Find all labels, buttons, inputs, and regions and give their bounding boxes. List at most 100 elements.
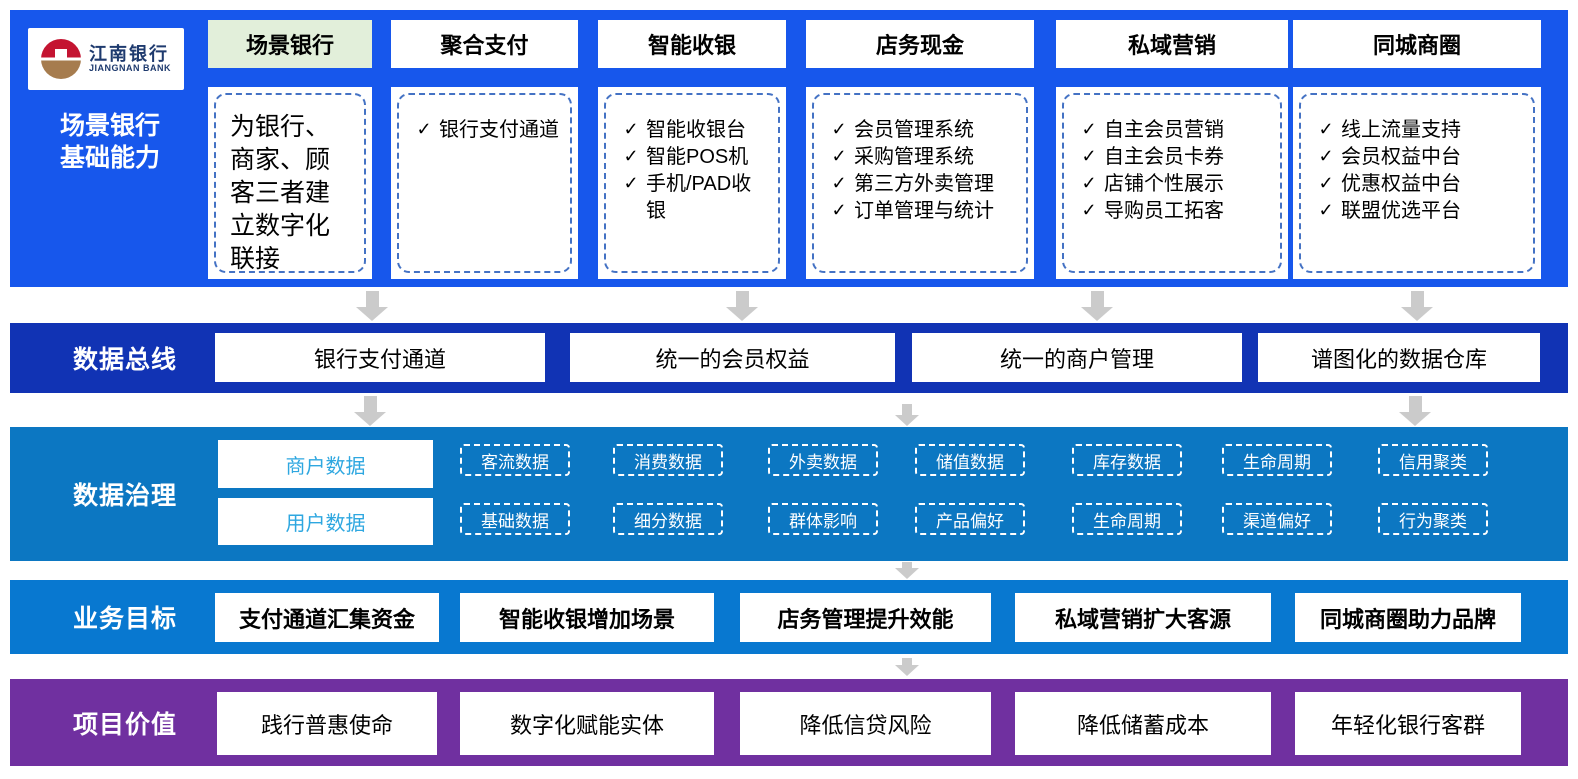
goal-box-payment-funds: 支付通道汇集资金 (215, 593, 439, 642)
dashed-content-box: ✓ 银行支付通道 (397, 93, 572, 273)
capability-column-local-circle: 同城商圈 ✓ 线上流量支持 ✓ 会员权益中台 ✓ 优惠权益中台 ✓ 联盟优选平台 (1293, 10, 1541, 287)
goal-box-store-efficiency: 店务管理提升效能 (740, 593, 991, 642)
row-label-business-goals: 业务目标 (72, 605, 177, 633)
data-chip: 生命周期 (1072, 503, 1182, 535)
column-header-smart-cashier: 智能收银 (598, 20, 786, 68)
dashed-content-box: ✓ 自主会员营销 ✓ 自主会员卡券 ✓ 店铺个性展示 ✓ 导购员工拓客 (1062, 93, 1282, 273)
data-bus-box-member-rights: 统一的会员权益 (570, 333, 895, 382)
check-icon: ✓ (1081, 173, 1097, 193)
check-icon: ✓ (623, 173, 639, 193)
checklist-item: ✓ 会员权益中台 (1311, 144, 1525, 171)
data-chip: 消费数据 (613, 444, 723, 476)
checklist-item: ✓ 优惠权益中台 (1311, 171, 1525, 198)
value-box-credit-risk: 降低信贷风险 (740, 692, 991, 755)
capability-column-store-ops: 店务现金 ✓ 会员管理系统 ✓ 采购管理系统 ✓ 第三方外卖管理 ✓ 订单管理与… (806, 10, 1034, 287)
data-governance-band: 数据治理 商户数据 客流数据 消费数据 外卖数据 储值数据 库存数据 生命周期 … (10, 427, 1568, 561)
column-panel-private-marketing: ✓ 自主会员营销 ✓ 自主会员卡券 ✓ 店铺个性展示 ✓ 导购员工拓客 (1056, 87, 1288, 279)
checklist-item: ✓ 导购员工拓客 (1074, 198, 1272, 225)
data-chip: 基础数据 (460, 503, 570, 535)
column-panel-local-circle: ✓ 线上流量支持 ✓ 会员权益中台 ✓ 优惠权益中台 ✓ 联盟优选平台 (1293, 87, 1541, 279)
down-arrow-icon (895, 562, 919, 579)
dashed-content-box: ✓ 线上流量支持 ✓ 会员权益中台 ✓ 优惠权益中台 ✓ 联盟优选平台 (1299, 93, 1535, 273)
column-header-local-circle: 同城商圈 (1293, 20, 1541, 68)
checklist-item: ✓ 会员管理系统 (824, 117, 1018, 144)
column-header-scene-bank: 场景银行 (208, 20, 372, 68)
column-panel-store-ops: ✓ 会员管理系统 ✓ 采购管理系统 ✓ 第三方外卖管理 ✓ 订单管理与统计 (806, 87, 1034, 279)
group-label-user-data: 用户数据 (218, 498, 433, 545)
value-box-young-customers: 年轻化银行客群 (1295, 692, 1521, 755)
row-label-data-governance: 数据治理 (72, 482, 177, 510)
goal-box-cashier-scenes: 智能收银增加场景 (460, 593, 714, 642)
check-icon: ✓ (1318, 173, 1334, 193)
dashed-content-box: ✓ 智能收银台 ✓ 智能POS机 ✓ 手机/PAD收银 (604, 93, 780, 273)
capability-column-private-marketing: 私域营销 ✓ 自主会员营销 ✓ 自主会员卡券 ✓ 店铺个性展示 ✓ 导购员工拓客 (1056, 10, 1288, 287)
down-arrow-icon (895, 658, 919, 676)
check-icon: ✓ (831, 119, 847, 139)
value-box-inclusive-mission: 践行普惠使命 (217, 692, 437, 755)
check-icon: ✓ (1081, 200, 1097, 220)
checklist-item: ✓ 智能POS机 (616, 144, 770, 171)
data-chip: 库存数据 (1072, 444, 1182, 476)
row-label-project-values: 项目价值 (72, 710, 177, 739)
checklist-item: ✓ 订单管理与统计 (824, 198, 1018, 225)
bank-name-cn: 江南银行 (88, 43, 169, 64)
down-arrow-icon (726, 291, 758, 321)
checklist-item: ✓ 银行支付通道 (409, 117, 562, 144)
checklist-item: ✓ 自主会员卡券 (1074, 144, 1272, 171)
checklist-item: ✓ 自主会员营销 (1074, 117, 1272, 144)
check-icon: ✓ (831, 200, 847, 220)
value-box-digital-empowerment: 数字化赋能实体 (460, 692, 714, 755)
check-icon: ✓ (623, 119, 639, 139)
checklist-item: ✓ 第三方外卖管理 (824, 171, 1018, 198)
row-label-data-bus: 数据总线 (72, 346, 177, 374)
down-arrow-icon (1401, 291, 1433, 321)
column-panel-scene-bank: 为银行、商家、顾客三者建立数字化联接 (208, 87, 372, 279)
project-values-band: 项目价值 践行普惠使命 数字化赋能实体 降低信贷风险 降低储蓄成本 年轻化银行客… (10, 679, 1568, 766)
bank-name-en: JIANGNAN BANK (88, 62, 171, 73)
checklist-item: ✓ 智能收银台 (616, 117, 770, 144)
down-arrow-icon (1081, 291, 1113, 321)
data-chip: 群体影响 (768, 503, 878, 535)
data-chip: 渠道偏好 (1222, 503, 1332, 535)
capability-column-scene-bank: 场景银行 为银行、商家、顾客三者建立数字化联接 (208, 10, 372, 287)
column-header-aggregate-pay: 聚合支付 (391, 20, 578, 68)
data-chip: 细分数据 (613, 503, 723, 535)
capability-text: 为银行、商家、顾客三者建立数字化联接 (230, 113, 331, 273)
data-chip: 外卖数据 (768, 444, 878, 476)
column-panel-smart-cashier: ✓ 智能收银台 ✓ 智能POS机 ✓ 手机/PAD收银 (598, 87, 786, 279)
data-bus-band: 数据总线 银行支付通道 统一的会员权益 统一的商户管理 谱图化的数据仓库 (10, 323, 1568, 393)
data-chip: 生命周期 (1222, 444, 1332, 476)
checklist-item: ✓ 采购管理系统 (824, 144, 1018, 171)
check-icon: ✓ (831, 146, 847, 166)
down-arrow-icon (356, 291, 388, 321)
data-bus-box-merchant-mgmt: 统一的商户管理 (912, 333, 1242, 382)
business-goals-band: 业务目标 支付通道汇集资金 智能收银增加场景 店务管理提升效能 私域营销扩大客源… (10, 580, 1568, 654)
row-label-capability-line2: 基础能力 (59, 144, 160, 172)
down-arrow-icon (895, 404, 919, 426)
row-label-capability-line1: 场景银行 (59, 112, 160, 140)
down-arrow-icon (354, 396, 386, 426)
data-chip: 储值数据 (915, 444, 1025, 476)
capability-column-aggregate-pay: 聚合支付 ✓ 银行支付通道 (391, 10, 578, 287)
checklist-item: ✓ 店铺个性展示 (1074, 171, 1272, 198)
group-label-merchant-data: 商户数据 (218, 440, 433, 488)
data-chip: 客流数据 (460, 444, 570, 476)
row-label-capability: 场景银行 基础能力 (25, 110, 195, 174)
checklist-item: ✓ 线上流量支持 (1311, 117, 1525, 144)
dashed-content-box: ✓ 会员管理系统 ✓ 采购管理系统 ✓ 第三方外卖管理 ✓ 订单管理与统计 (812, 93, 1028, 273)
bank-logo-text: 江南银行 JIANGNAN BANK (88, 43, 171, 73)
check-icon: ✓ (1081, 146, 1097, 166)
capability-column-smart-cashier: 智能收银 ✓ 智能收银台 ✓ 智能POS机 ✓ 手机/PAD收银 (598, 10, 786, 287)
column-header-store-ops: 店务现金 (806, 20, 1034, 68)
check-icon: ✓ (831, 173, 847, 193)
data-chip: 产品偏好 (915, 503, 1025, 535)
check-icon: ✓ (623, 146, 639, 166)
check-icon: ✓ (416, 119, 432, 139)
checklist-item: ✓ 手机/PAD收银 (616, 171, 770, 225)
column-panel-aggregate-pay: ✓ 银行支付通道 (391, 87, 578, 279)
data-chip: 信用聚类 (1378, 444, 1488, 476)
check-icon: ✓ (1318, 200, 1334, 220)
down-arrow-icon (1399, 396, 1431, 426)
goal-box-marketing-customers: 私域营销扩大客源 (1015, 593, 1271, 642)
bank-logo-icon (40, 39, 81, 79)
